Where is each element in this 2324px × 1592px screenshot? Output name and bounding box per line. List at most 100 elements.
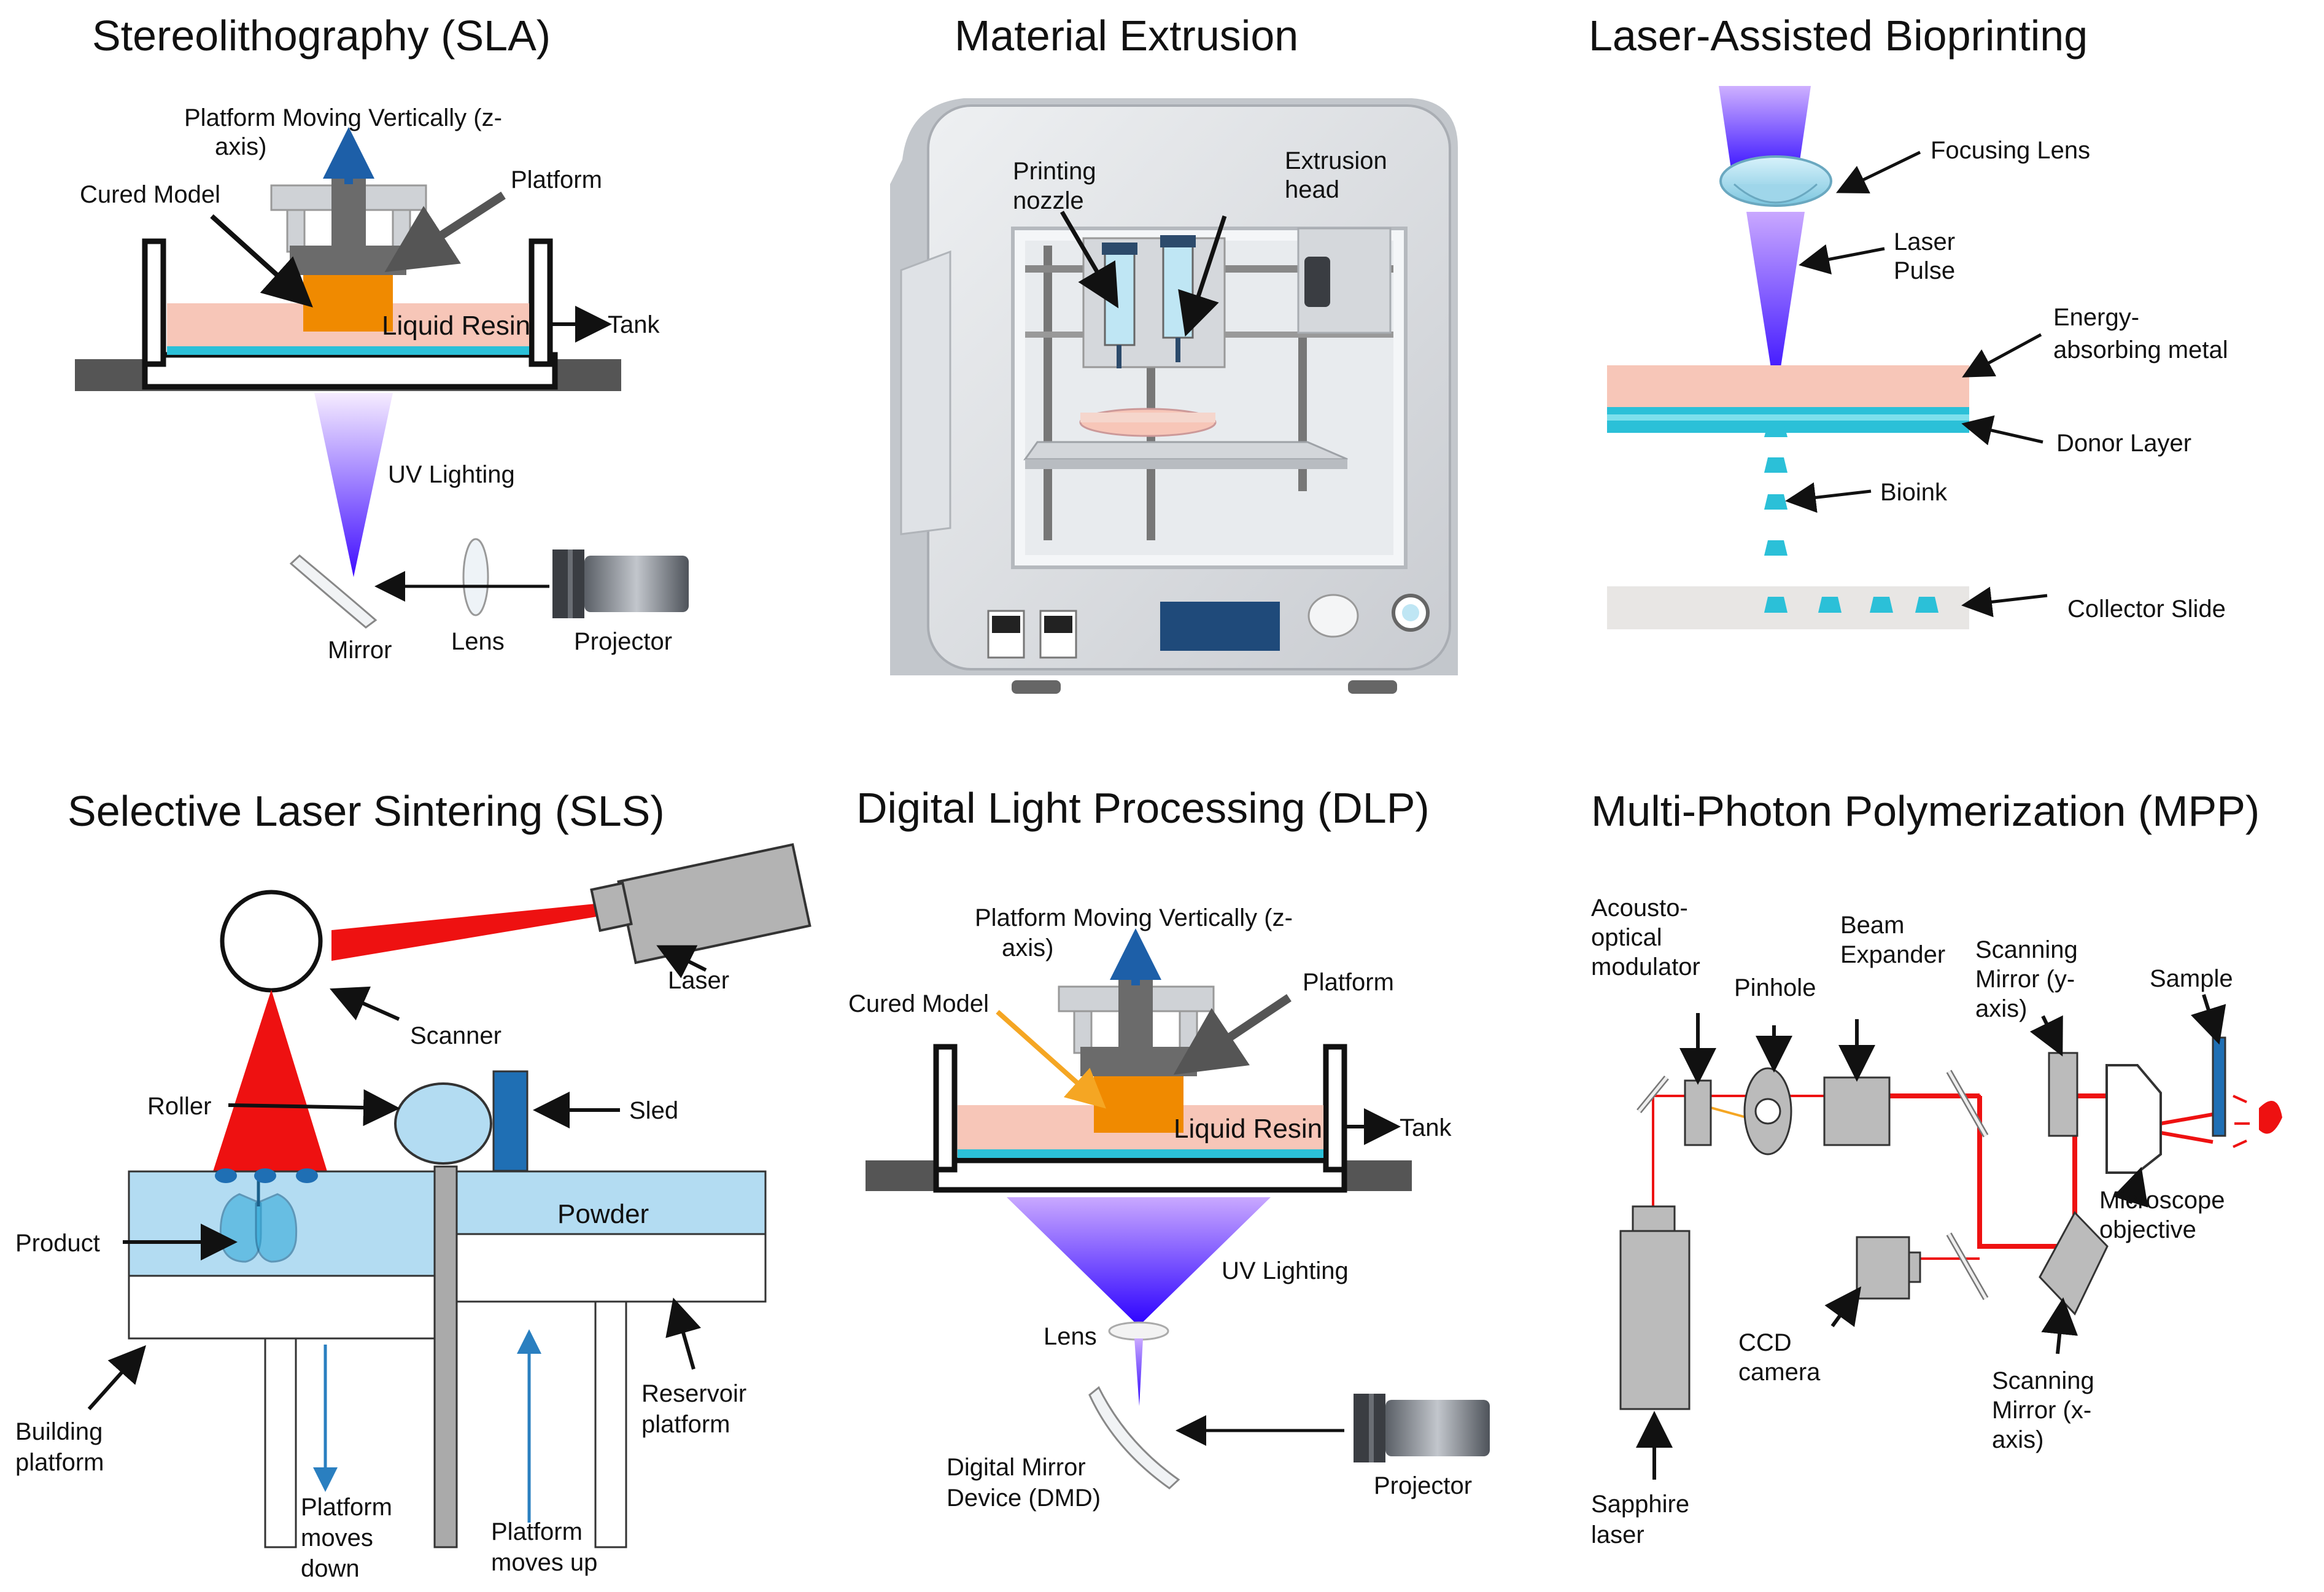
mpp-expander-label-2: Expander [1840,941,1945,968]
lab-metal-arrow [1962,333,2042,378]
sls-building-arrow [87,1345,147,1411]
sls-sled [492,1070,529,1172]
lab-title: Laser-Assisted Bioprinting [1589,12,2088,60]
extrusion-nozzle-label-1: Printing [1013,158,1096,185]
lab-energy-metal-layer [1607,365,1969,407]
lab-collector-slide [1607,586,1969,629]
mpp-scan-y-arrow [2029,1015,2063,1057]
mpp-scan-y-label-3: axis) [1975,995,2027,1022]
sls-roller [394,1082,492,1165]
dlp-cured-model [1094,1076,1183,1133]
mpp-sample-label: Sample [2150,965,2233,992]
dlp-lens-label: Lens [1044,1323,1097,1350]
mpp-scan-y-label-1: Scanning [1975,936,2078,963]
mpp-objective-label-1: Microscope [2099,1187,2225,1214]
sla-projector [552,549,689,618]
dlp-cured-model-label: Cured Model [848,990,989,1017]
lab-uv-beam-top [1719,86,1811,169]
sls-moves-down-label-1: Platform [301,1494,392,1521]
sls-reservoir-arrow [665,1297,702,1370]
sls-building-platform [128,1275,437,1340]
sls-scanner [220,890,323,993]
mpp-scan-x-label-2: Mirror (x- [1992,1397,2091,1424]
sla-uv-beam [314,393,393,577]
mpp-scan-x-label-1: Scanning [1992,1367,2094,1394]
mpp-objective-arrow [2113,1167,2148,1208]
mpp-title: Multi-Photon Polymerization (MPP) [1591,787,2260,835]
sls-scanner-arrow [330,986,400,1021]
sla-title: Stereolithography (SLA) [92,12,551,60]
sla-lens [462,538,489,616]
sls-reservoir-label-2: platform [641,1411,730,1438]
mpp-beam-expander [1823,1076,1891,1146]
panel-sla: Stereolithography (SLA) [75,12,689,664]
sla-tank-label: Tank [608,311,660,338]
dlp-dmd-mirror [1088,1386,1180,1489]
lab-energy-metal-label-2: absorbing metal [2053,336,2228,363]
sls-moves-up-label-1: Platform [491,1518,583,1545]
sla-platform-label: Platform [511,166,602,193]
mpp-aom-label-1: Acousto- [1591,895,1688,922]
sls-roller-arrow [228,1089,400,1127]
dlp-platform-moving-label-2: axis) [1002,934,1053,961]
sls-product-label: Product [15,1230,100,1257]
lab-bioink-label: Bioink [1880,479,1948,506]
sls-sled-label: Sled [629,1097,678,1124]
panel-lab: Laser-Assisted Bioprinting [1589,12,2228,629]
mpp-scan-x-label-3: axis) [1992,1426,2043,1453]
sls-laser-beam [331,903,608,961]
lab-lens-arrow [1836,150,1921,194]
dlp-platform-moving-label-1: Platform Moving Vertically (z- [975,904,1293,931]
dlp-dmd-label-1: Digital Mirror [947,1454,1086,1481]
dlp-tank-label: Tank [1400,1114,1452,1141]
extrusion-nozzle-arrow [1059,211,1119,309]
sls-roller-label: Roller [147,1093,211,1120]
lab-bioink-arrow [1785,482,1872,513]
dlp-tank-base [933,1157,1347,1193]
lab-collector-arrow [1961,586,2048,618]
dlp-cured-model-arrow [996,1010,1106,1109]
sla-cured-model-arrow [210,214,313,308]
mpp-scan-y-label-2: Mirror (y- [1975,966,2075,993]
mpp-sample-arrow [2190,994,2226,1045]
sls-moves-down-label-2: moves [301,1524,373,1551]
dlp-platform-label: Platform [1303,969,1394,996]
dlp-uv-beam [1007,1197,1271,1326]
sls-reservoir-platform [454,1233,767,1303]
extrusion-head-arrow [1178,215,1227,337]
sla-cured-model-label: Cured Model [80,181,220,208]
lab-deposited-droplets [1764,597,1939,613]
sla-platform-arrow [384,192,506,273]
mpp-ccd-camera [1856,1236,1910,1300]
lab-laser-pulse [1746,212,1805,399]
sla-mirror [289,554,378,629]
sla-uv-lighting-label: UV Lighting [388,461,515,488]
extrusion-display [1160,602,1280,651]
sls-scanner-label: Scanner [410,1022,502,1049]
mpp-sapphire-laser [1619,1230,1691,1410]
lab-donor-arrow [1961,415,2043,446]
sla-platform-moving-label-2: axis) [215,133,266,160]
panel-extrusion: Material Extrusion [890,12,1458,694]
extrusion-nozzle-label-2: nozzle [1013,187,1084,214]
mpp-sapphire-laser-head [1632,1205,1676,1232]
mpp-ccd-arrow [1824,1286,1862,1327]
sls-powder-label: Powder [557,1199,649,1229]
dlp-uv-lighting-label: UV Lighting [1222,1257,1349,1284]
extrusion-head-label-1: Extrusion [1285,147,1387,174]
dlp-title: Digital Light Processing (DLP) [856,784,1430,832]
panel-sls: Selective Laser Sintering (SLS) [15,787,811,1582]
sls-piston-left [264,1337,297,1548]
lab-collector-slide-label: Collector Slide [2067,596,2226,623]
sla-cured-model [303,275,393,332]
sla-platform-moving-label-1: Platform Moving Vertically (z- [184,104,502,131]
dlp-dmd-label-2: Device (DMD) [947,1485,1101,1512]
dlp-platform-arrow [1173,994,1292,1075]
sls-building-label-2: platform [15,1449,104,1476]
sla-mirror-label: Mirror [328,637,392,664]
sls-title: Selective Laser Sintering (SLS) [68,787,665,835]
sls-piston-right [594,1300,627,1548]
sla-blue-layer [167,346,529,355]
mpp-objective-label-2: objective [2099,1216,2196,1243]
